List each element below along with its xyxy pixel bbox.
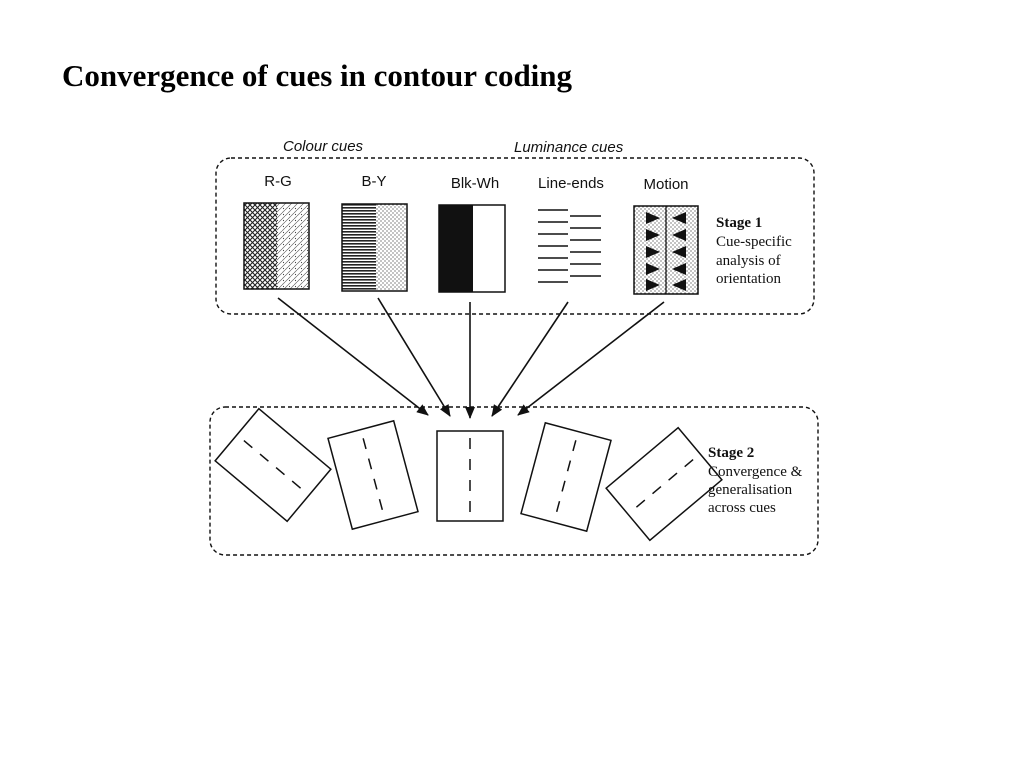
arrow-rg xyxy=(277,297,429,416)
orientation-unit-5 xyxy=(605,426,723,542)
stage1-box xyxy=(215,157,815,315)
stage1-desc-line3: orientation xyxy=(716,271,781,287)
orientation-unit-3 xyxy=(436,430,504,522)
stage2-box xyxy=(209,406,819,556)
stage1-desc-line1: Cue-specific xyxy=(716,234,792,250)
cue-label-blkwh: Blk-Wh xyxy=(451,175,499,192)
stimulus-motion xyxy=(633,205,699,295)
cue-label-line-ends: Line-ends xyxy=(538,175,604,192)
stage2-desc-line2: generalisation xyxy=(708,482,793,498)
orientation-unit-4 xyxy=(520,421,612,533)
cue-label-by: B-Y xyxy=(361,173,386,190)
convergence-arrows xyxy=(277,297,665,419)
stage2-desc-line1: Convergence & xyxy=(708,464,803,480)
stimulus-line-ends xyxy=(538,209,601,283)
orientation-unit-1 xyxy=(214,407,332,523)
luminance-cues-label: Luminance cues xyxy=(514,139,624,156)
colour-cues-label: Colour cues xyxy=(283,138,364,155)
arrow-line-ends xyxy=(491,301,569,417)
stimulus-rg xyxy=(243,202,310,290)
arrow-by xyxy=(377,297,451,417)
stage2-desc-line3: across cues xyxy=(708,500,776,516)
arrow-motion xyxy=(517,301,665,416)
stimulus-by xyxy=(341,203,408,292)
cue-label-rg: R-G xyxy=(264,173,292,190)
stage1-desc-line2: analysis of xyxy=(716,253,781,269)
cue-label-motion: Motion xyxy=(643,176,688,193)
stage2-title: Stage 2 xyxy=(708,445,754,461)
stage1-title: Stage 1 xyxy=(716,215,762,231)
slide-title: Convergence of cues in contour coding xyxy=(62,58,573,93)
orientation-unit-2 xyxy=(327,419,419,531)
stimulus-blkwh xyxy=(438,204,506,293)
